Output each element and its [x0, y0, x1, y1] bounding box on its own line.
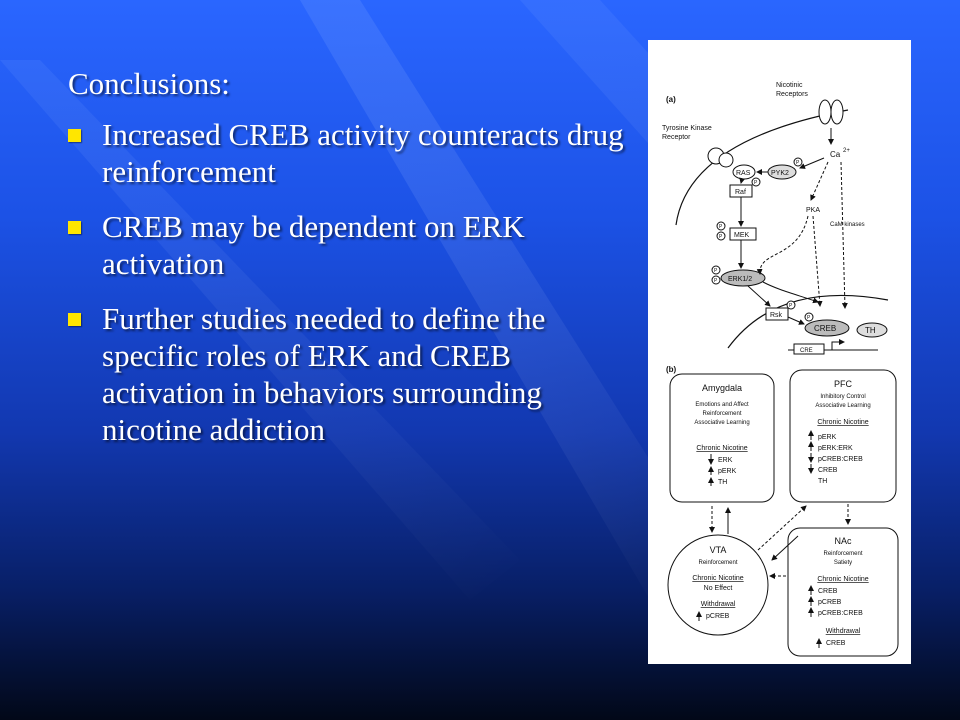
- svg-text:Associative Learning: Associative Learning: [815, 403, 870, 409]
- svg-text:Reinforcement: Reinforcement: [698, 560, 737, 566]
- cam-kinases-label: CaM kinases: [830, 222, 865, 228]
- svg-text:P: P: [789, 303, 793, 309]
- panel-a-label: (a): [666, 95, 676, 104]
- svg-text:pERK: pERK: [718, 468, 737, 475]
- slide-heading: Conclusions:: [68, 66, 230, 101]
- svg-text:P: P: [719, 224, 723, 230]
- mek-node: [729, 227, 757, 241]
- bullet-item: CREB may be dependent on ERK activation: [68, 208, 628, 282]
- connector-arrow: [757, 505, 807, 551]
- svg-text:P: P: [719, 234, 723, 240]
- nac-title: NAc: [834, 536, 852, 546]
- tyrosine-kinase-label-2: Receptor: [662, 134, 691, 141]
- svg-text:pCREB:CREB: pCREB:CREB: [818, 610, 863, 617]
- nac-box: [787, 527, 899, 657]
- svg-text:No Effect: No Effect: [704, 585, 733, 592]
- svg-text:pCREB:CREB: pCREB:CREB: [818, 456, 863, 463]
- th-node: [856, 322, 888, 338]
- vta-chronic-label: Chronic Nicotine: [692, 575, 743, 582]
- svg-text:CREB: CREB: [826, 640, 846, 647]
- svg-text:TH: TH: [818, 478, 827, 485]
- calcium-superscript: 2+: [843, 148, 850, 154]
- nicotinic-receptor-icon: [818, 99, 844, 125]
- erk12-label: ERK1/2: [728, 276, 752, 283]
- tyrosine-kinase-label-1: Tyrosine Kinase: [662, 125, 712, 132]
- svg-text:CREB: CREB: [818, 588, 838, 595]
- svg-text:ERK: ERK: [718, 457, 733, 464]
- svg-text:Satiety: Satiety: [834, 560, 852, 566]
- pfc-title: PFC: [834, 379, 853, 389]
- bullet-list: Increased CREB activity counteracts drug…: [68, 116, 628, 448]
- svg-text:CREB: CREB: [818, 467, 838, 474]
- svg-text:P: P: [754, 180, 758, 186]
- rsk-node: [765, 307, 789, 321]
- pathway-diagram: (a) Nicotinic Receptors Tyrosine Kinase …: [662, 82, 899, 657]
- creb-label: CREB: [814, 324, 836, 333]
- nicotinic-label-1: Nicotinic: [776, 82, 803, 89]
- nac-chronic-label: Chronic Nicotine: [817, 576, 868, 583]
- vta-title: VTA: [710, 545, 727, 555]
- svg-text:pERK:ERK: pERK:ERK: [818, 445, 853, 452]
- erk12-node: [720, 269, 766, 287]
- bullet-text: Further studies needed to define the spe…: [102, 301, 546, 447]
- svg-text:Inhibitory Control: Inhibitory Control: [820, 394, 865, 400]
- slide-content: Conclusions: Increased CREB activity cou…: [68, 66, 628, 466]
- amygdala-title: Amygdala: [702, 383, 742, 393]
- pfc-box: [789, 369, 897, 503]
- th-label: TH: [865, 326, 876, 335]
- svg-text:pERK: pERK: [818, 434, 837, 441]
- bullet-item: Further studies needed to define the spe…: [68, 300, 628, 448]
- svg-text:pCREB: pCREB: [818, 599, 842, 606]
- nuclear-membrane: [727, 294, 889, 349]
- svg-text:pCREB: pCREB: [706, 613, 730, 620]
- ras-label: RAS: [736, 170, 751, 177]
- bullet-item: Increased CREB activity counteracts drug…: [68, 116, 628, 190]
- cre-element: [793, 343, 825, 355]
- vta-circle: [667, 534, 769, 636]
- bullet-text: Increased CREB activity counteracts drug…: [102, 117, 624, 189]
- svg-text:TH: TH: [718, 479, 727, 486]
- svg-text:Reinforcement: Reinforcement: [702, 411, 741, 417]
- amygdala-box: [669, 373, 775, 503]
- raf-label: Raf: [735, 189, 746, 196]
- pka-label: PKA: [806, 207, 820, 214]
- pyk2-label: PYK2: [771, 170, 789, 177]
- mek-label: MEK: [734, 232, 750, 239]
- svg-text:Withdrawal: Withdrawal: [826, 628, 861, 635]
- square-bullet-icon: [68, 221, 81, 234]
- svg-text:Withdrawal: Withdrawal: [701, 601, 736, 608]
- connector-arrow: [771, 535, 799, 561]
- cre-label: CRE: [800, 348, 813, 354]
- svg-text:Reinforcement: Reinforcement: [823, 551, 862, 557]
- tyrosine-kinase-receptor-icon: [707, 147, 734, 168]
- svg-text:P: P: [796, 160, 800, 166]
- nicotinic-label-2: Receptors: [776, 91, 808, 98]
- square-bullet-icon: [68, 313, 81, 326]
- panel-b-label: (b): [666, 365, 677, 374]
- svg-text:P: P: [714, 278, 718, 284]
- square-bullet-icon: [68, 129, 81, 142]
- svg-text:Associative Learning: Associative Learning: [694, 420, 749, 426]
- calcium-label: Ca: [830, 150, 841, 159]
- bullet-text: CREB may be dependent on ERK activation: [102, 209, 525, 281]
- svg-text:P: P: [714, 268, 718, 274]
- pfc-chronic-label: Chronic Nicotine: [817, 419, 868, 426]
- amygdala-chronic-label: Chronic Nicotine: [696, 445, 747, 452]
- pathway-figure: (a) Nicotinic Receptors Tyrosine Kinase …: [648, 40, 911, 664]
- svg-text:P: P: [807, 315, 811, 321]
- svg-text:Emotions and Affect: Emotions and Affect: [695, 402, 749, 408]
- rsk-label: Rsk: [770, 312, 783, 319]
- creb-node: [804, 319, 850, 337]
